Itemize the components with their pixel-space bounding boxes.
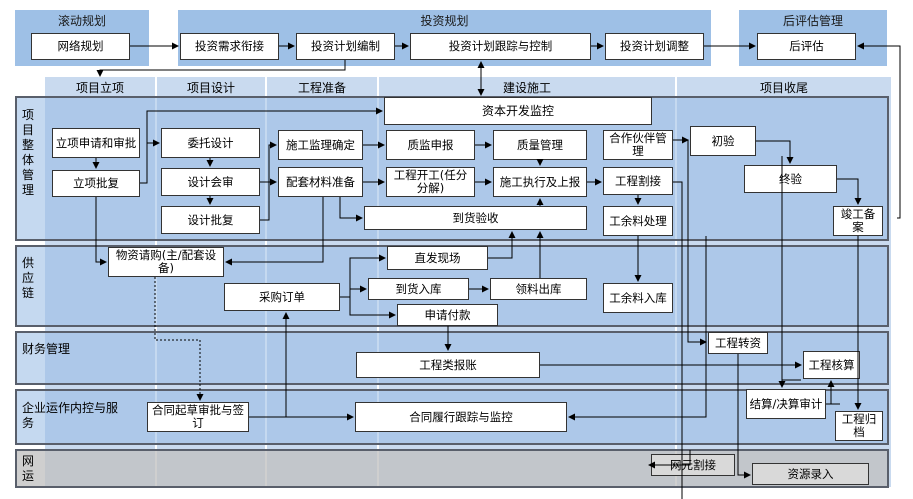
box-invest-tracking[interactable]: 投资计划跟踪与控制 — [410, 33, 591, 60]
box-surplus-handling[interactable]: 工余料处理 — [603, 206, 673, 236]
column-sheji-title: 项目设计 — [186, 81, 235, 95]
lane-label-internal-control: 企业运作内控与服务 — [22, 401, 119, 430]
box-engineering-archive[interactable]: 工程归档 — [835, 411, 883, 441]
header-rolling-plan-title: 滚动规划 — [57, 14, 106, 28]
box-arrival-acceptance[interactable]: 到货验收 — [364, 206, 587, 230]
lane-label-finance: 财务管理 — [22, 342, 71, 356]
lane-label-project-management: 项目整体管理 — [22, 108, 35, 197]
header-post-evaluation-title: 后评估管理 — [782, 14, 843, 28]
column-lixiang-title: 项目立项 — [75, 81, 124, 95]
box-commission-design[interactable]: 委托设计 — [161, 128, 260, 158]
box-partner-management[interactable]: 合作伙伴管理 — [603, 130, 673, 160]
box-purchase-order[interactable]: 采购订单 — [224, 283, 340, 311]
box-post-evaluation[interactable]: 后评估 — [757, 33, 856, 60]
box-design-review[interactable]: 设计会审 — [161, 168, 260, 196]
box-warehouse-in[interactable]: 到货入库 — [368, 278, 469, 300]
box-quality-management[interactable]: 质量管理 — [493, 130, 587, 160]
lane-label-network-ops: 网运 — [22, 454, 35, 483]
box-project-apply[interactable]: 立项申请和审批 — [52, 128, 140, 158]
lane-network-ops — [15, 449, 889, 488]
box-final-acceptance[interactable]: 终验 — [744, 165, 837, 193]
box-contract-drafting[interactable]: 合同起草审批与签订 — [147, 402, 249, 432]
box-completion-filing[interactable]: 竣工备案 — [833, 206, 883, 236]
box-invest-adjust[interactable]: 投资计划调整 — [605, 33, 704, 60]
box-invest-plan-compile[interactable]: 投资计划编制 — [296, 33, 395, 60]
header-investment-plan-title: 投资规划 — [420, 14, 469, 28]
column-shigong-title: 建设施工 — [502, 81, 551, 95]
box-engineering-accounting[interactable]: 工程核算 — [803, 351, 860, 379]
column-shouwei-title: 项目收尾 — [759, 81, 808, 95]
box-quality-filing[interactable]: 质监申报 — [386, 130, 475, 160]
box-direct-delivery[interactable]: 直发现场 — [387, 246, 488, 270]
box-capex-monitor[interactable]: 资本开发监控 — [384, 97, 652, 125]
box-design-approval[interactable]: 设计批复 — [161, 206, 260, 234]
box-material-out[interactable]: 领料出库 — [490, 278, 587, 300]
box-supervisor-confirm[interactable]: 施工监理确定 — [278, 130, 363, 160]
box-asset-transfer[interactable]: 工程转资 — [708, 332, 768, 354]
box-ne-cutover[interactable]: 网元割接 — [651, 454, 735, 476]
box-initial-acceptance[interactable]: 初验 — [690, 126, 756, 156]
box-construction-start[interactable]: 工程开工(任分分解) — [386, 167, 475, 197]
box-construction-execute[interactable]: 施工执行及上报 — [493, 167, 587, 197]
box-payment-request[interactable]: 申请付款 — [397, 304, 498, 326]
box-project-approval[interactable]: 立项批复 — [52, 170, 140, 197]
box-surplus-warehouse[interactable]: 工余料入库 — [603, 283, 673, 313]
lane-label-supply-chain: 供应链 — [22, 256, 35, 300]
box-engineering-reimbursement[interactable]: 工程类报账 — [356, 352, 540, 378]
box-resource-entry[interactable]: 资源录入 — [752, 463, 869, 485]
box-settlement-audit[interactable]: 结算/决算审计 — [746, 389, 826, 419]
box-network-planning[interactable]: 网络规划 — [31, 33, 130, 60]
box-material-prep[interactable]: 配套材料准备 — [278, 167, 363, 197]
box-material-requisition[interactable]: 物资请购(主/配套设备) — [108, 247, 224, 277]
box-contract-tracking[interactable]: 合同履行跟踪与监控 — [355, 402, 567, 432]
column-zhunbei-title: 工程准备 — [297, 81, 346, 95]
box-invest-demand[interactable]: 投资需求衔接 — [180, 33, 279, 60]
box-cutover[interactable]: 工程割接 — [603, 167, 673, 195]
